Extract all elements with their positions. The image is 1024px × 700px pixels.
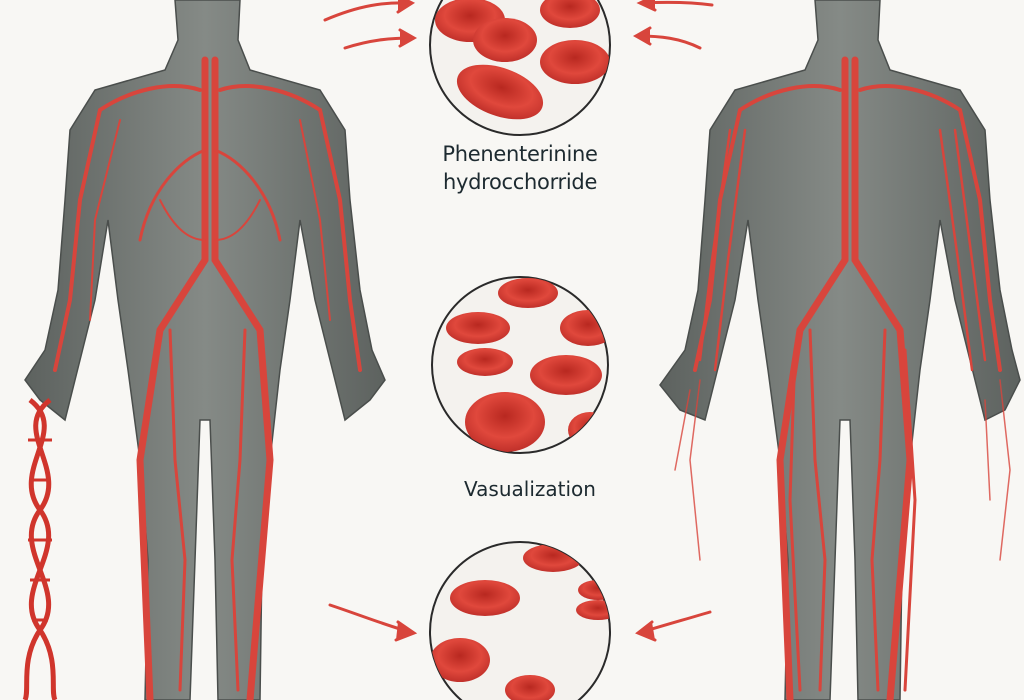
drug-name-label: Phenenterinine hydrocchorride	[420, 140, 620, 196]
left-body-figure	[24, 0, 386, 700]
drug-name-line2: hydrocchorride	[442, 170, 598, 194]
dna-helix-icon	[22, 398, 58, 700]
arrow-left-icon	[632, 26, 702, 50]
drug-name-line1: Phenenterinine	[442, 142, 598, 166]
arrow-left-icon	[636, 0, 714, 12]
arrow-right-icon	[328, 603, 418, 642]
blood-cells-circle-top	[429, 0, 611, 136]
arrow-right-icon	[323, 0, 416, 22]
right-body-figure	[659, 0, 1021, 700]
blood-cells-circle-bottom	[429, 541, 611, 700]
caption-label: Vasualization	[464, 477, 596, 501]
arrow-right-icon	[343, 28, 418, 50]
arrow-left-icon	[635, 610, 712, 642]
blood-cells-circle-middle	[431, 276, 609, 454]
